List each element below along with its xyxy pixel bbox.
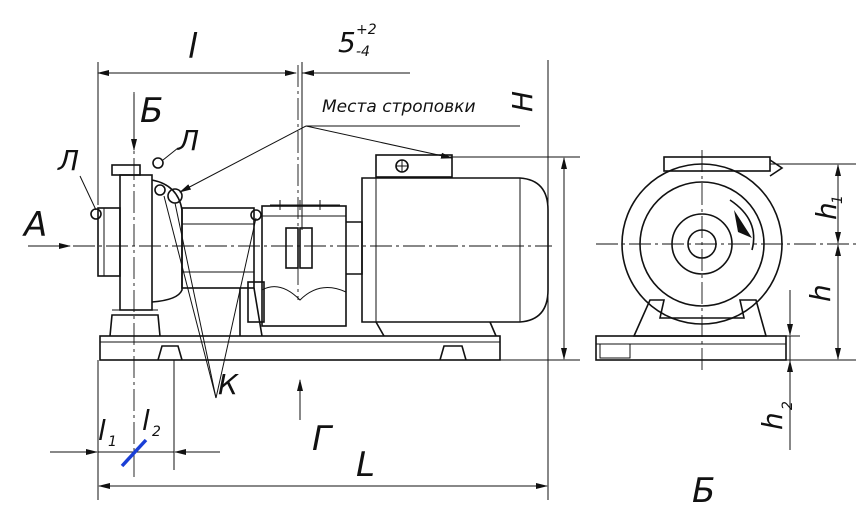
label-h2-sub: 2 bbox=[780, 401, 796, 410]
motor-terminal-box bbox=[375, 154, 453, 178]
label-l: l bbox=[188, 27, 198, 67]
rotation-arrow bbox=[734, 210, 752, 238]
label-l2-sub: 2 bbox=[152, 424, 161, 440]
end-view-outlet-flange bbox=[663, 156, 771, 172]
tolerance-slash bbox=[120, 438, 148, 468]
coupling-half-right bbox=[299, 227, 313, 269]
label-L-total: L bbox=[356, 445, 375, 485]
base-foot-right bbox=[439, 345, 467, 361]
label-L-right: Л bbox=[177, 124, 199, 157]
label-G: Г bbox=[312, 419, 334, 459]
pump-flange bbox=[111, 164, 141, 176]
side-view bbox=[40, 65, 552, 480]
label-tol-plus: +2 bbox=[356, 22, 377, 38]
label-A: А bbox=[22, 205, 47, 245]
label-tol-minus: -4 bbox=[356, 44, 370, 60]
coupling-guard bbox=[261, 205, 347, 327]
label-H: Н bbox=[506, 91, 539, 112]
label-B-top: Б bbox=[140, 91, 163, 131]
pump-inlet bbox=[97, 207, 121, 277]
lifting-point-flange bbox=[152, 157, 164, 169]
label-slinging-points: Места строповки bbox=[322, 97, 476, 117]
label-L-left: Л bbox=[57, 144, 79, 177]
label-l2: l bbox=[142, 404, 150, 437]
label-l1-sub: 1 bbox=[108, 434, 117, 450]
label-tol-base: 5 bbox=[338, 26, 356, 59]
label-h1-sub: 1 bbox=[830, 195, 846, 204]
pump-support bbox=[109, 314, 161, 337]
lifting-point-casing-2 bbox=[167, 188, 183, 204]
label-K: К bbox=[218, 368, 239, 401]
end-view bbox=[595, 150, 860, 450]
base-frame bbox=[99, 335, 501, 361]
lifting-point-inlet bbox=[90, 208, 102, 220]
motor-feet bbox=[375, 321, 497, 337]
base-foot-left bbox=[157, 345, 183, 361]
label-B-bottom: Б bbox=[692, 471, 715, 509]
labels: l 5 +2 -4 Б Места строповки Н Л Л А К Г … bbox=[22, 22, 846, 509]
lifting-point-casing-1 bbox=[154, 184, 166, 196]
dimensions bbox=[28, 60, 580, 500]
coupling-half-left bbox=[285, 227, 299, 269]
pump-casing bbox=[119, 174, 153, 311]
label-h1: h bbox=[810, 202, 843, 220]
label-l1: l bbox=[98, 414, 106, 447]
end-view-base bbox=[595, 335, 787, 361]
label-h2: h bbox=[756, 412, 789, 430]
label-h: h bbox=[804, 284, 837, 302]
bearing-housing bbox=[181, 207, 255, 289]
